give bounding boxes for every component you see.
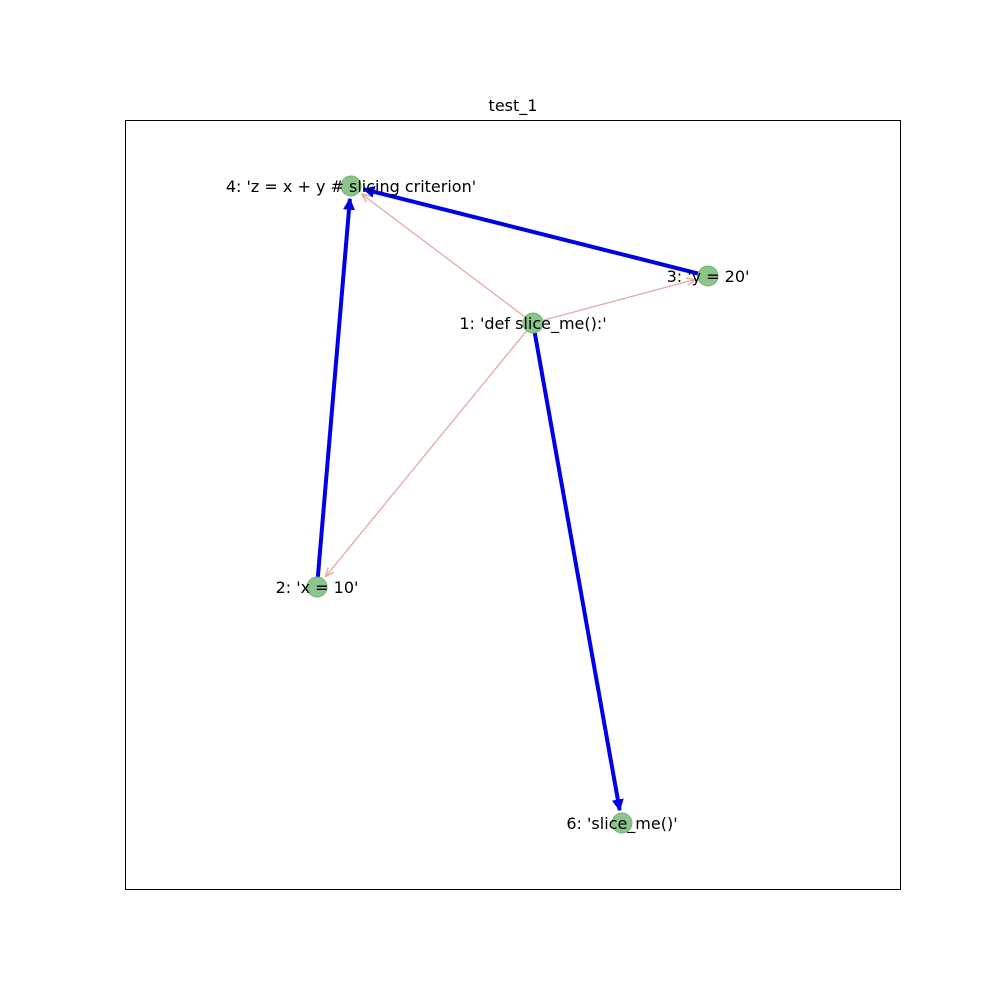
node-1 — [522, 312, 544, 334]
node-4 — [340, 175, 362, 197]
graph-title: test_1 — [488, 96, 538, 115]
edge-1-2 — [326, 324, 533, 577]
weak-edges — [326, 194, 695, 576]
strong-edges — [315, 186, 707, 812]
node-label-2: 2: 'x = 10' — [276, 578, 359, 597]
edge-2-4 — [315, 197, 355, 586]
plot-frame — [125, 120, 901, 890]
node-label-3: 3: 'y = 20' — [667, 267, 750, 286]
node-label-4: 4: 'z = x + y # slicing criterion' — [226, 177, 476, 196]
edge-3-4 — [362, 186, 707, 278]
node-2 — [306, 576, 328, 598]
edge-1-6 — [531, 324, 624, 812]
node-labels: 1: 'def slice_me():' 2: 'x = 10' 3: 'y = 2… — [226, 177, 750, 834]
node-6 — [611, 812, 633, 834]
node-label-6: 6: 'slice_me()' — [566, 814, 677, 834]
edge-1-3 — [534, 280, 695, 324]
node-3 — [697, 265, 719, 287]
edge-1-4 — [362, 194, 532, 323]
node-label-1: 1: 'def slice_me():' — [459, 314, 606, 334]
graph-nodes — [306, 175, 719, 834]
